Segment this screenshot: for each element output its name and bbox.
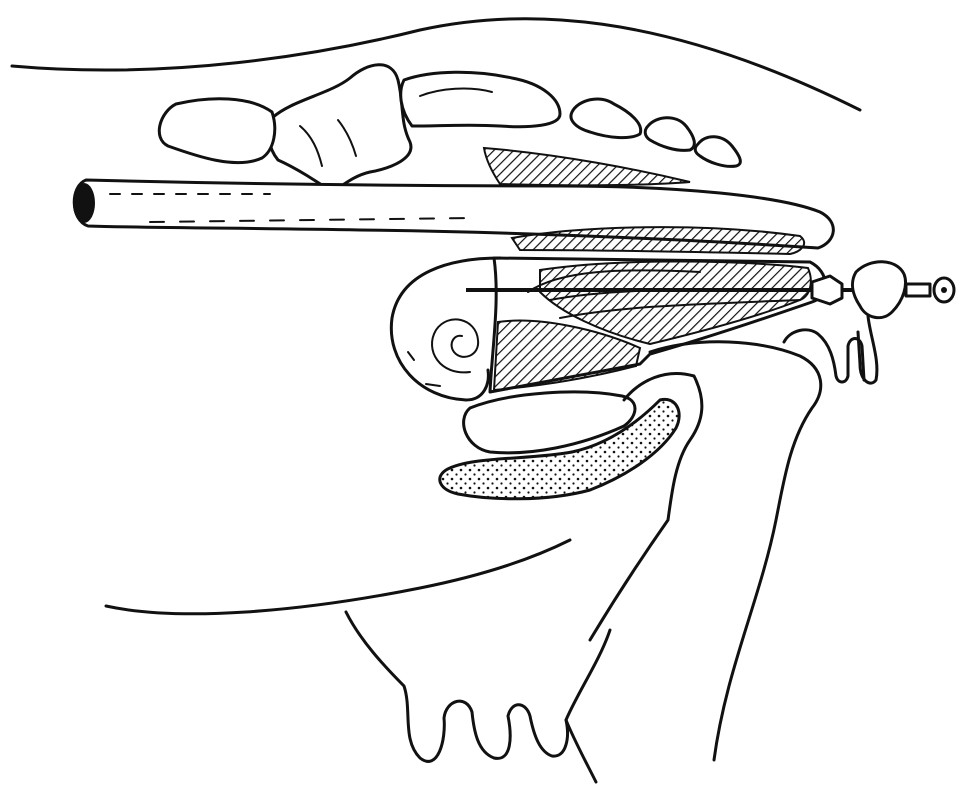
stippled-tissue <box>440 399 679 498</box>
rectum-opening <box>73 183 95 223</box>
tail-vertebra-3 <box>695 137 740 167</box>
tail-vertebra-1 <box>571 99 641 138</box>
body-outline-lower <box>106 342 821 782</box>
udder <box>346 612 610 761</box>
belly-line <box>106 540 570 614</box>
sacrum-bone <box>401 72 560 126</box>
uterine-horn-coil <box>432 319 478 372</box>
instrument-grip <box>853 262 906 318</box>
tail-vertebra-2 <box>645 118 694 151</box>
hatched-tissue-upper <box>484 148 690 185</box>
instrument-plunger <box>906 284 930 296</box>
ischium-bone <box>159 99 274 163</box>
instrument-plunger-dot <box>941 287 947 293</box>
hatched-tissue-lower <box>512 227 804 254</box>
instrument-sheath <box>812 276 842 304</box>
ilium-bone <box>269 65 411 192</box>
udder-edge <box>566 720 596 782</box>
uterine-horn-outer <box>391 258 500 400</box>
reproductive-tract <box>391 258 825 400</box>
